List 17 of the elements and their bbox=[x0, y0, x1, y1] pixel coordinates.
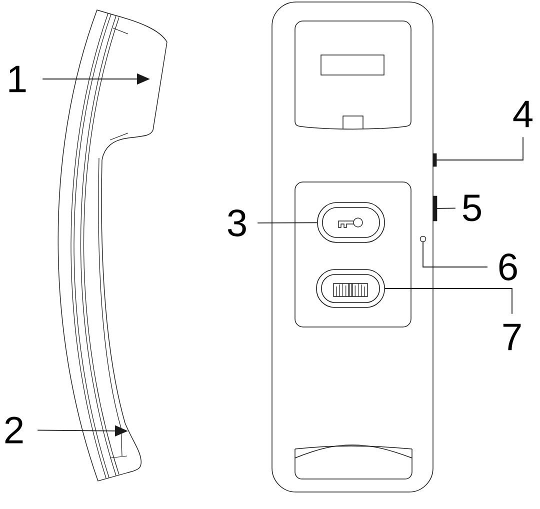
side-button bbox=[432, 196, 438, 222]
leader-line bbox=[436, 208, 456, 209]
roller-button bbox=[316, 269, 385, 308]
callout-number: 5 bbox=[462, 194, 481, 222]
callout-number: 7 bbox=[503, 324, 521, 350]
leader-line bbox=[384, 288, 512, 314]
side-slot bbox=[432, 153, 437, 167]
leader-line bbox=[257, 222, 318, 224]
callout-number: 1 bbox=[9, 66, 26, 92]
callout-number: 2 bbox=[5, 416, 23, 444]
callout-number: 6 bbox=[499, 254, 517, 280]
callout-number: 4 bbox=[513, 100, 532, 128]
callout-number: 3 bbox=[228, 210, 246, 236]
push-button bbox=[317, 202, 385, 243]
leader-line bbox=[422, 241, 488, 268]
leader-line bbox=[436, 136, 524, 160]
hole bbox=[420, 236, 426, 242]
